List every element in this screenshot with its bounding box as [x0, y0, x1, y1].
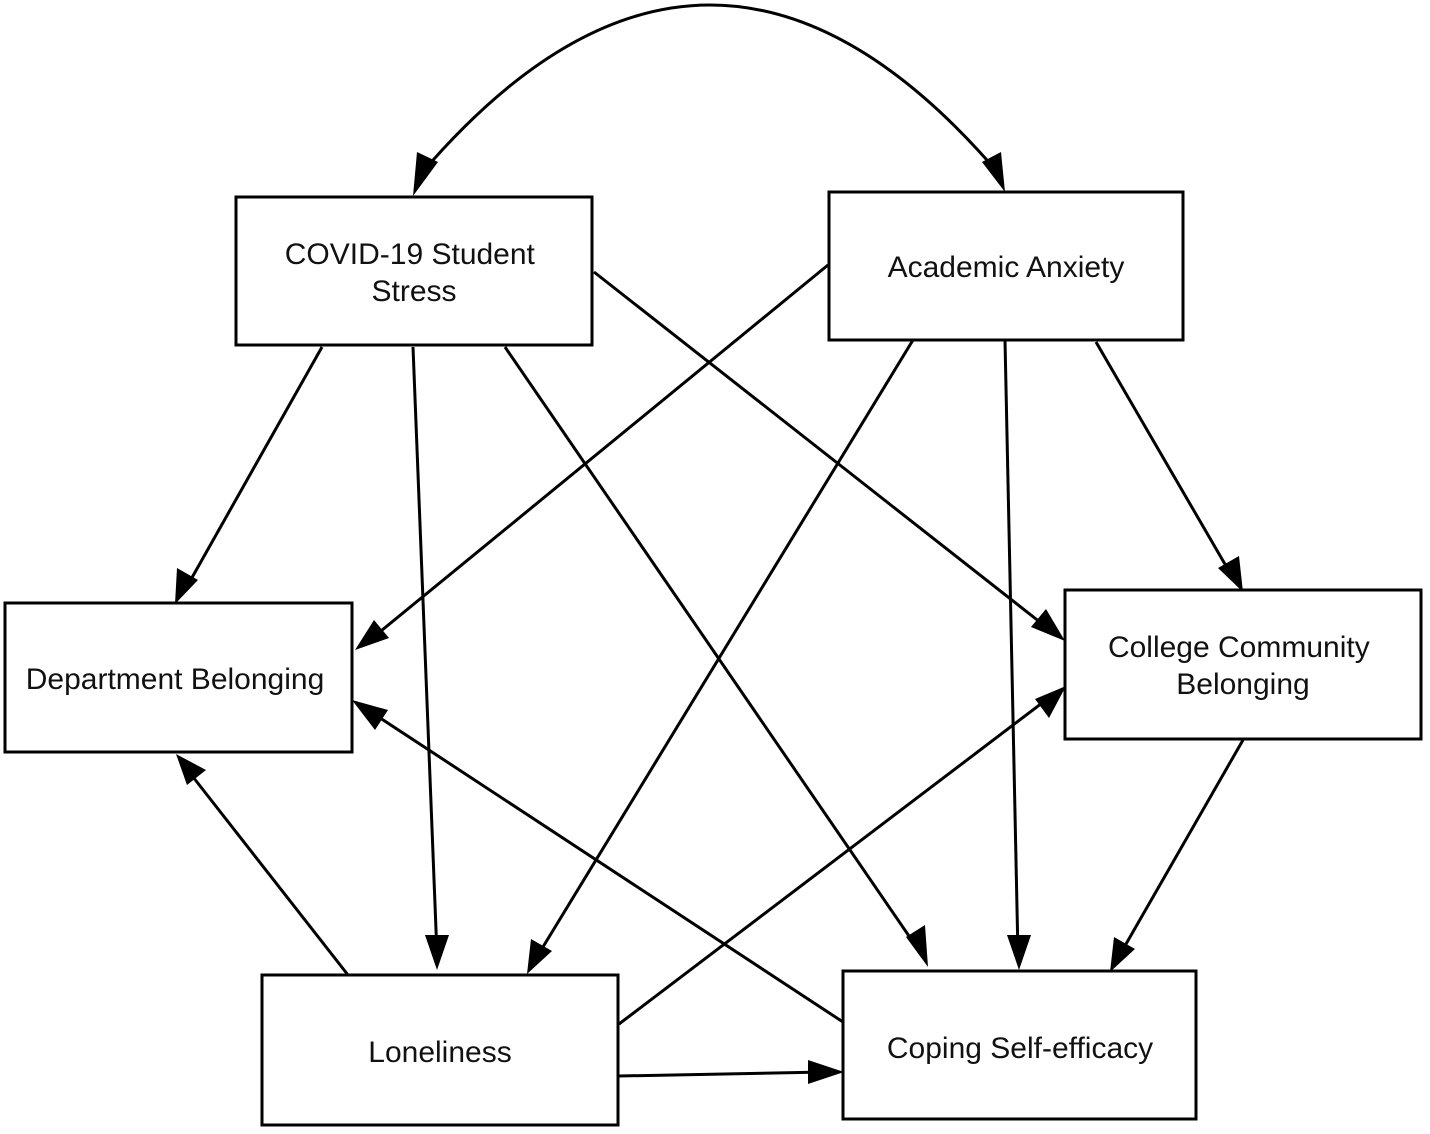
arrowhead-covid-coping	[906, 925, 928, 967]
arrowhead-covid-loneliness	[425, 935, 449, 970]
arrowhead-anxiety-coping	[1007, 935, 1031, 970]
arrowhead-covid-department	[175, 568, 198, 604]
svg-text:College Community Belo: College Community Belonging	[1108, 631, 1378, 701]
node-department-belonging: Department Belonging	[3, 601, 354, 754]
edge-loneliness-coping	[618, 1070, 826, 1078]
svg-text:Loneliness: Loneliness	[368, 1036, 511, 1069]
edge-academic-anxiety-loneliness	[533, 339, 915, 961]
coping-label: Coping Self-efficacy	[887, 1032, 1153, 1065]
arrowhead-loneliness-college	[1035, 686, 1066, 718]
node-box-coping	[841, 969, 1198, 1121]
edge-covid-stress-college-belonging	[593, 270, 1051, 632]
edge-covid-stress-department-belonging	[183, 346, 324, 591]
svg-text:Department Belonging: Department Belonging	[26, 663, 325, 696]
edge-college-belonging-coping	[1116, 739, 1245, 959]
arrowhead-covid-college	[1031, 609, 1065, 641]
nodes: COVID-19 Student Stress Academic Anxiety…	[3, 190, 1423, 1127]
arrowhead-anxiety-department	[355, 620, 389, 650]
edge-loneliness-college-belonging	[618, 695, 1051, 1026]
college-belonging-label-line1: College Community	[1108, 631, 1370, 664]
svg-text:Coping Self-efficacy: Coping Self-efficacy	[887, 1032, 1153, 1065]
node-box-academic-anxiety	[827, 190, 1185, 342]
loneliness-label: Loneliness	[368, 1036, 511, 1069]
node-box-covid-stress	[234, 195, 594, 347]
node-box-college-belonging	[1063, 588, 1423, 741]
edge-academic-anxiety-college-belonging	[1094, 341, 1235, 579]
node-coping-self-efficacy: Coping Self-efficacy	[841, 969, 1198, 1121]
svg-text:COVID-19 Student Stres: COVID-19 Student Stress	[285, 238, 543, 308]
edge-coping-department-belonging	[367, 708, 844, 1024]
edge-covid-stress-coping	[503, 346, 924, 956]
node-loneliness: Loneliness	[260, 973, 620, 1127]
arrowhead-anxiety-loneliness	[527, 939, 552, 974]
edge-academic-anxiety-department-belonging	[369, 263, 829, 642]
arrowhead-coping-department	[352, 700, 388, 730]
covid-stress-label-line1: COVID-19 Student	[285, 238, 536, 271]
edge-academic-anxiety-coping	[1003, 339, 1020, 956]
edge-loneliness-department-belonging	[184, 767, 350, 976]
node-academic-anxiety: Academic Anxiety	[827, 190, 1185, 342]
arrowhead-to-covid-stress	[413, 152, 438, 196]
department-belonging-label: Department Belonging	[26, 663, 325, 696]
node-box-loneliness	[260, 973, 620, 1127]
node-box-department-belonging	[3, 601, 354, 754]
covid-stress-label-line2: Stress	[371, 275, 456, 308]
arrowhead-college-coping	[1110, 937, 1135, 972]
arrowhead-anxiety-college	[1218, 556, 1243, 592]
edge-covid-stress-loneliness	[411, 346, 439, 956]
node-covid-19-student-stress: COVID-19 Student Stress	[234, 195, 594, 347]
arrowhead-loneliness-coping	[808, 1060, 844, 1084]
arrowhead-to-academic-anxiety	[982, 152, 1005, 192]
academic-anxiety-label: Academic Anxiety	[888, 251, 1125, 284]
edge-covid-stress-academic-anxiety	[418, 3, 1002, 176]
svg-text:Academic Anxiety: Academic Anxiety	[888, 251, 1125, 284]
node-college-community-belonging: College Community Belonging	[1063, 588, 1423, 741]
college-belonging-label-line2: Belonging	[1176, 668, 1309, 701]
edges	[175, 3, 1245, 1084]
arrowhead-loneliness-department	[176, 754, 206, 785]
